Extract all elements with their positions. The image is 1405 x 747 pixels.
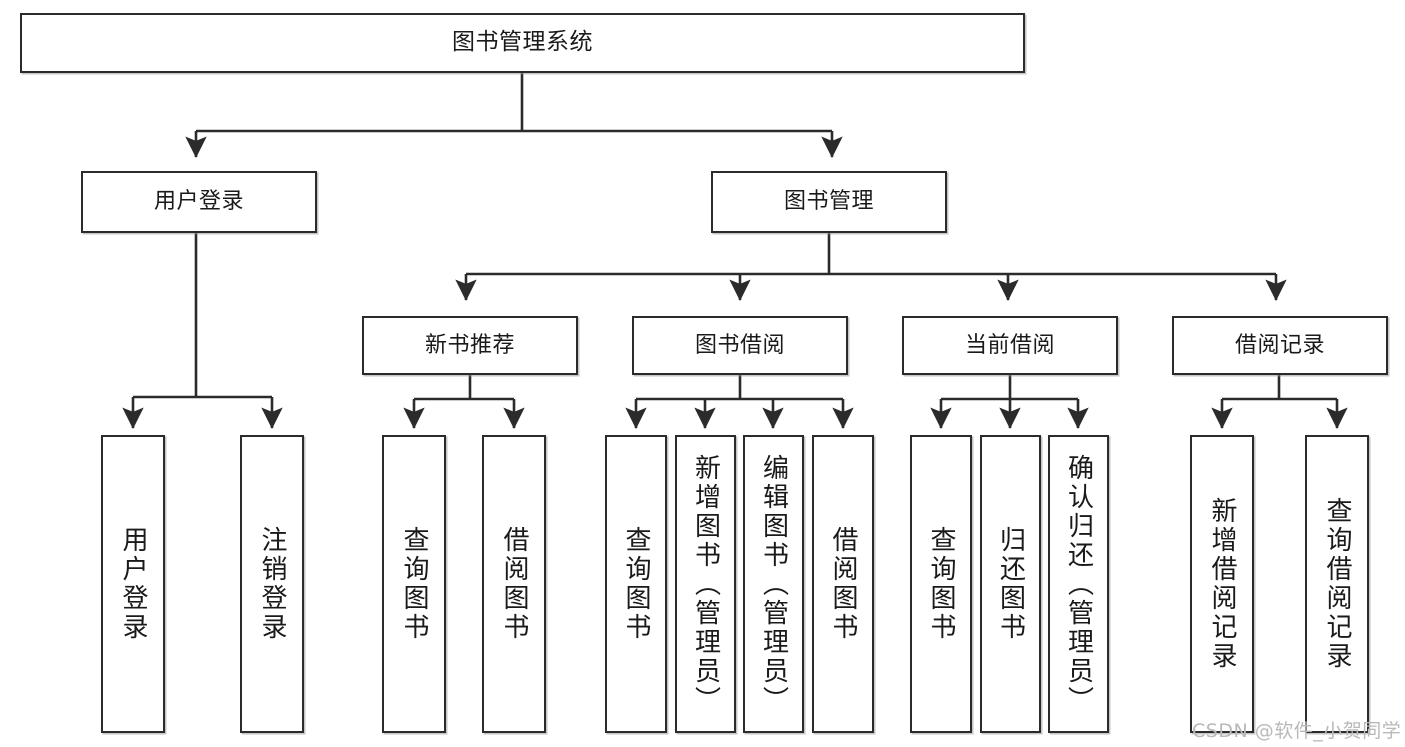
- node-leaf-query-book-borrow[interactable]: 查询图书: [605, 435, 667, 733]
- node-leaf-return-book[interactable]: 归还图书: [980, 435, 1041, 733]
- node-label: 用户登录: [153, 189, 244, 215]
- node-book-manage[interactable]: 图书管理: [711, 171, 947, 233]
- node-label: 新书推荐: [424, 332, 515, 358]
- node-label: 借阅图书: [499, 526, 529, 642]
- node-leaf-query-borrow-record[interactable]: 查询借阅记录: [1305, 435, 1369, 733]
- node-new-book-recommend[interactable]: 新书推荐: [362, 316, 578, 375]
- node-leaf-edit-book[interactable]: 编辑图书（管理员）: [743, 435, 804, 733]
- node-label: 查询图书: [621, 526, 651, 642]
- node-label: 图书借阅: [694, 332, 785, 358]
- node-label: 查询借阅记录: [1322, 497, 1352, 671]
- node-label: 编辑图书（管理员）: [758, 453, 789, 715]
- node-leaf-borrow-book[interactable]: 借阅图书: [812, 435, 874, 733]
- node-label: 新增借阅记录: [1207, 497, 1237, 671]
- node-current-borrow[interactable]: 当前借阅: [902, 316, 1118, 375]
- node-label: 查询图书: [926, 526, 956, 642]
- node-leaf-user-login[interactable]: 用户登录: [101, 435, 165, 733]
- node-label: 用户登录: [118, 526, 148, 642]
- node-label: 借阅记录: [1234, 332, 1325, 358]
- node-leaf-user-logout[interactable]: 注销登录: [240, 435, 304, 733]
- node-label: 新增图书（管理员）: [690, 453, 721, 715]
- node-leaf-add-book[interactable]: 新增图书（管理员）: [675, 435, 736, 733]
- node-leaf-add-borrow-record[interactable]: 新增借阅记录: [1190, 435, 1254, 733]
- node-label: 查询图书: [399, 526, 429, 642]
- node-label: 图书管理: [783, 189, 874, 215]
- node-label: 图书管理系统: [452, 29, 593, 56]
- node-leaf-confirm-return[interactable]: 确认归还（管理员）: [1048, 435, 1109, 733]
- csdn-watermark: CSDN @软件_小贺同学: [1192, 720, 1402, 742]
- node-label: 注销登录: [257, 526, 287, 642]
- node-book-borrow[interactable]: 图书借阅: [632, 316, 848, 375]
- node-leaf-query-book-recommend[interactable]: 查询图书: [382, 435, 446, 733]
- node-label: 借阅图书: [828, 526, 858, 642]
- node-user-login[interactable]: 用户登录: [81, 171, 317, 233]
- node-borrow-record[interactable]: 借阅记录: [1172, 316, 1388, 375]
- node-leaf-query-book-current[interactable]: 查询图书: [910, 435, 972, 733]
- node-label: 确认归还（管理员）: [1063, 453, 1094, 715]
- node-leaf-borrow-book-recommend[interactable]: 借阅图书: [482, 435, 546, 733]
- node-label: 当前借阅: [964, 332, 1055, 358]
- node-label: 归还图书: [995, 526, 1026, 642]
- node-root-book-management-system[interactable]: 图书管理系统: [20, 13, 1025, 73]
